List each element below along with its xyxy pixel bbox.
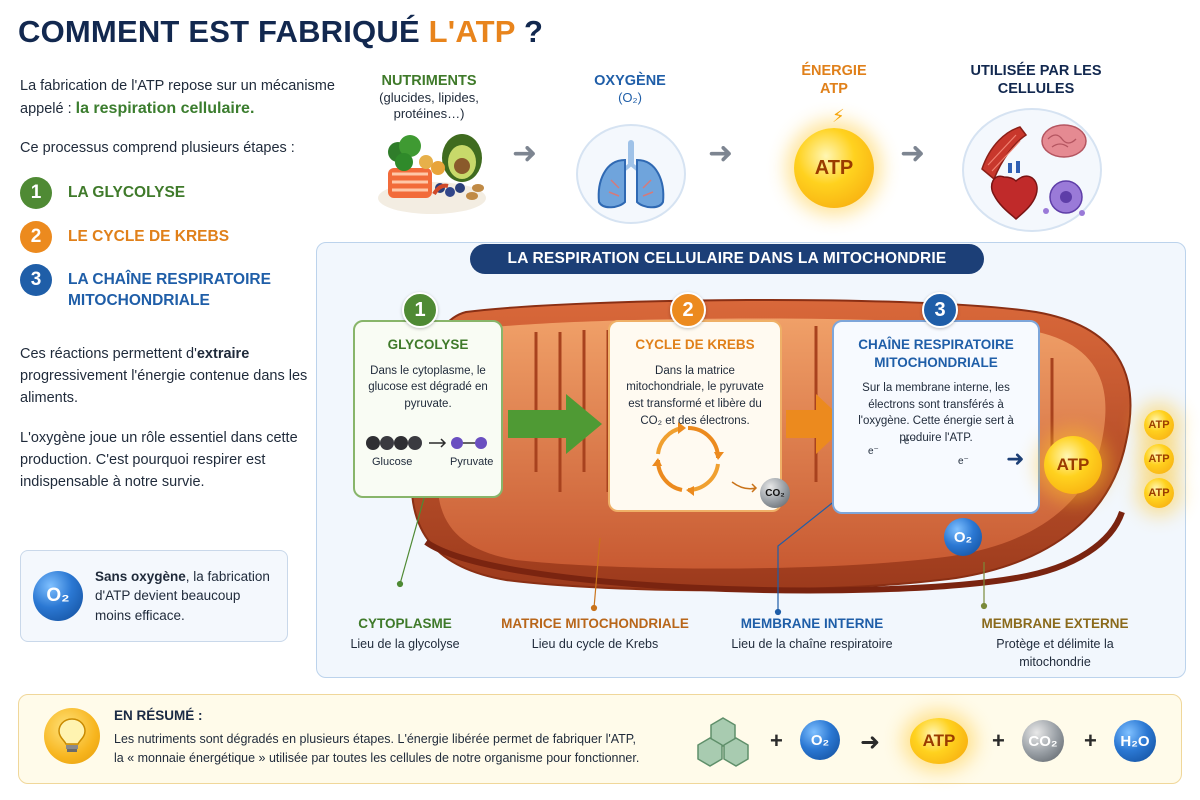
arrow-right-icon: ➜ <box>860 729 881 756</box>
pyruvate-label: Pyruvate <box>450 456 494 468</box>
step-label: LA GLYCOLYSE <box>68 184 186 201</box>
nutrients-food-icon <box>374 122 490 218</box>
title-tail: ? <box>523 14 544 49</box>
o2-molecule-icon: O₂ <box>944 518 982 556</box>
summary-title: EN RÉSUMÉ : <box>114 708 203 723</box>
paragraph-oxygen: L'oxygène joue un rôle essentiel dans ce… <box>20 430 298 490</box>
intro-text: La fabrication de l'ATP repose sur un mé… <box>20 76 350 120</box>
page-title: COMMENT EST FABRIQUÉ L'ATP ? <box>18 14 543 50</box>
eq-h2o-icon: H₂O <box>1114 720 1156 762</box>
flow-title: NUTRIMENTS <box>381 73 477 89</box>
card-title: GLYCOLYSE <box>387 337 469 352</box>
step-number: 1 <box>20 177 52 209</box>
summary-line: Les nutriments sont dégradés en plusieur… <box>114 732 636 746</box>
badge-step-1: 1 <box>402 292 438 328</box>
step-number: 3 <box>20 264 52 296</box>
mito-section-title: LA RESPIRATION CELLULAIRE DANS LA MITOCH… <box>470 244 984 274</box>
location-matrice: MATRICE MITOCHONDRIALE Lieu du cycle de … <box>490 616 700 654</box>
atp-sun-icon: ATP <box>794 128 874 208</box>
location-description: Lieu de la chaîne respiratoire <box>731 637 893 651</box>
eq-o2-icon: O₂ <box>800 720 840 760</box>
cells-organs-icon <box>962 108 1102 232</box>
badge-step-2: 2 <box>670 292 706 328</box>
krebs-cycle-icon <box>652 422 724 496</box>
summary-line: la « monnaie énergétique » utilisée par … <box>114 751 640 766</box>
glucose-to-pyruvate-icon <box>366 435 487 450</box>
card-description: Sur la membrane interne, les électrons s… <box>858 382 1014 445</box>
paragraph-part: progressivement l'énergie contenue dans … <box>20 367 308 406</box>
flow-oxygene-label: OXYGÈNE (O₂) <box>580 72 680 106</box>
location-membrane-externe: MEMBRANE EXTERNE Protège et délimite la … <box>960 616 1150 671</box>
location-membrane-interne: MEMBRANE INTERNE Lieu de la chaîne respi… <box>712 616 912 654</box>
lungs-icon <box>576 124 686 224</box>
badge-step-3: 3 <box>922 292 958 328</box>
electron-label: e⁻ <box>904 436 915 447</box>
atp-big-icon: ATP <box>1044 436 1102 494</box>
flow-subtitle: (glucides, lipides, protéines…) <box>379 90 479 122</box>
flow-title: OXYGÈNE <box>594 73 666 89</box>
step-number: 2 <box>20 221 52 253</box>
flow-arrow-icon: ➜ <box>512 137 538 170</box>
glucose-hexagons-icon <box>697 717 749 767</box>
summary-box <box>18 694 1182 784</box>
lightbulb-icon <box>44 708 100 764</box>
o2-note-box: O₂ Sans oxygène, la fabrication d'ATP de… <box>20 550 288 642</box>
step-label: LE CYCLE DE KREBS <box>68 228 230 245</box>
electron-label: e⁻ <box>868 446 879 457</box>
o2-note-rest: , la fabrication d'ATP devient beaucoup … <box>95 568 270 623</box>
flow-arrow-icon: ➜ <box>708 137 734 170</box>
co2-icon: CO₂ <box>760 478 790 508</box>
card-description: Dans la matrice mitochondriale, le pyruv… <box>626 364 764 427</box>
card-title: CYCLE DE KREBS <box>635 337 755 352</box>
step-krebs: 2 LE CYCLE DE KREBS <box>20 221 229 253</box>
step-label: LA CHAÎNE RESPIRATOIRE MITOCHONDRIALE <box>68 271 271 309</box>
lightning-icon: ⚡ <box>832 106 845 126</box>
paragraph-extraction: Ces réactions permettent d'extraire prog… <box>20 344 310 409</box>
title-main: COMMENT EST FABRIQUÉ <box>18 14 420 49</box>
location-title: MATRICE MITOCHONDRIALE <box>501 616 689 631</box>
flow-energie-label: ÉNERGIE ATP <box>801 63 867 98</box>
o2-icon: O₂ <box>33 571 83 621</box>
location-title: MEMBRANE EXTERNE <box>981 616 1129 631</box>
eq-co2-icon: CO₂ <box>1022 720 1064 762</box>
flow-cellules-label: UTILISÉE PAR LES CELLULES <box>970 63 1102 98</box>
atp-small-icon: ATP <box>1144 444 1174 474</box>
o2-note-text: Sans oxygène, la fabrication d'ATP devie… <box>95 567 275 626</box>
intro-highlight: la respiration cellulaire. <box>75 100 255 118</box>
atp-small-icon: ATP <box>1144 410 1174 440</box>
location-title: MEMBRANE INTERNE <box>740 616 884 631</box>
title-accent: L'ATP <box>428 14 516 49</box>
card-chaine-respiratoire: CHAÎNE RESPIRATOIRE MITOCHONDRIALE Sur l… <box>832 320 1040 514</box>
steps-intro: Ce processus comprend plusieurs étapes : <box>20 140 295 156</box>
location-description: Lieu de la glycolyse <box>350 637 460 651</box>
electron-label: e⁻ <box>958 456 969 467</box>
card-krebs: CYCLE DE KREBS Dans la matrice mitochond… <box>608 320 782 512</box>
location-description: Protège et délimite la mitochondrie <box>996 637 1114 669</box>
card-description: Dans le cytoplasme, le glucose est dégra… <box>368 364 488 410</box>
location-title: CYTOPLASME <box>358 616 452 631</box>
glucose-label: Glucose <box>372 456 413 468</box>
plus-icon: + <box>1084 728 1097 753</box>
step-chaine: 3 LA CHAÎNE RESPIRATOIRE MITOCHONDRIALE <box>20 264 308 312</box>
card-glycolyse: GLYCOLYSE Dans le cytoplasme, le glucose… <box>353 320 503 498</box>
paragraph-part: Ces réactions permettent d' <box>20 346 197 362</box>
intro-sentence: La fabrication de l'ATP repose sur un mé… <box>20 78 335 118</box>
location-description: Lieu du cycle de Krebs <box>531 637 659 651</box>
step-glycolyse: 1 LA GLYCOLYSE <box>20 177 185 209</box>
atp-arrow-icon: ➜ <box>1006 446 1025 471</box>
atp-small-icon: ATP <box>1144 478 1174 508</box>
o2-note-bold: Sans oxygène <box>95 568 186 584</box>
flow-arrow-icon: ➜ <box>900 137 926 170</box>
location-cytoplasme: CYTOPLASME Lieu de la glycolyse <box>330 616 480 654</box>
paragraph-bold: extraire <box>196 346 250 362</box>
eq-atp-icon: ATP <box>910 718 968 764</box>
summary-text: Les nutriments sont dégradés en plusieur… <box>114 730 674 769</box>
card-title: CHAÎNE RESPIRATOIRE MITOCHONDRIALE <box>858 337 1014 370</box>
flow-subtitle: (O₂) <box>618 90 642 106</box>
flow-nutriments-label: NUTRIMENTS (glucides, lipides, protéines… <box>366 72 492 123</box>
co2-arrow-icon <box>731 481 758 493</box>
plus-icon: + <box>770 728 783 753</box>
plus-icon: + <box>992 728 1005 753</box>
